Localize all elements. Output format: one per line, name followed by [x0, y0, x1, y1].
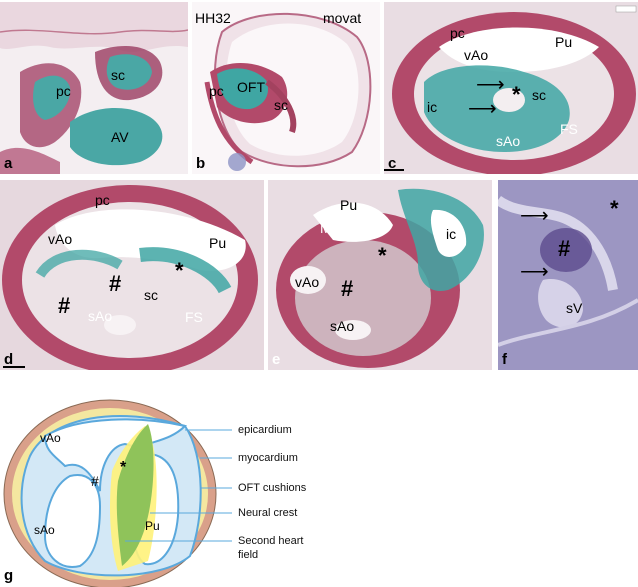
panel-letter: g: [4, 567, 14, 584]
label-hash-2: #: [109, 271, 122, 296]
label-av: AV: [111, 129, 129, 145]
label-fs: FS: [560, 121, 578, 137]
label-pc: pc: [209, 83, 224, 99]
label-myo: Myo: [320, 220, 347, 236]
panel-g: vAo * # sAo Pu epicardium myocardium OFT…: [0, 396, 638, 587]
label-pu: Pu: [145, 519, 160, 533]
panel-letter: e: [272, 351, 281, 368]
label-pc: pc: [450, 25, 465, 41]
label-hash: #: [341, 276, 354, 301]
panel-letter: f: [502, 351, 507, 368]
label-stain: movat: [323, 10, 362, 26]
panel-c: pc vAo Pu ic ⟶ ⟶ * sc FS sAo c: [384, 2, 638, 174]
panel-d: pc vAo Pu * # # sc sAo FS d: [0, 180, 264, 370]
panel-a-micrograph: [0, 2, 188, 174]
label-sao: sAo: [496, 133, 521, 149]
label-star: *: [610, 196, 619, 221]
panel-d-micrograph: [0, 180, 264, 370]
label-star: *: [378, 243, 387, 268]
panel-a: pc sc AV a: [0, 2, 188, 174]
label-sao: sAo: [34, 523, 55, 537]
label-star: *: [175, 258, 184, 283]
label-sc: sc: [111, 67, 125, 83]
label-sc: sc: [532, 87, 546, 103]
legend-myocardium: myocardium: [238, 452, 298, 464]
panel-e: Pu Myo ic vAo * # sAo e: [268, 180, 492, 370]
panel-letter: a: [4, 155, 13, 172]
panel-c-micrograph: [384, 2, 638, 174]
panel-letter: d: [4, 351, 14, 368]
arrow-icon: ⟶: [520, 261, 549, 283]
label-star: *: [512, 82, 521, 107]
label-fs: FS: [185, 309, 203, 325]
label-vao: vAo: [40, 431, 61, 445]
panel-f-micrograph: [498, 180, 638, 370]
label-stage: HH32: [195, 10, 231, 26]
label-hash: #: [558, 236, 571, 261]
label-pc: pc: [56, 83, 71, 99]
legend-oft-cushions: OFT cushions: [238, 482, 307, 494]
label-pu: Pu: [555, 34, 573, 50]
arrow-icon: ⟶: [476, 74, 505, 96]
label-pu: Pu: [340, 197, 358, 213]
label-ic: ic: [427, 99, 438, 115]
arrow-icon: ⟶: [468, 98, 497, 120]
label-hash: #: [91, 473, 99, 489]
label-star: *: [120, 459, 127, 476]
legend-epicardium: epicardium: [238, 424, 292, 436]
legend-shf-line1: Second heart: [238, 535, 304, 547]
label-pc: pc: [95, 192, 110, 208]
panel-g-schematic: [3, 399, 232, 587]
panel-e-micrograph: [268, 180, 492, 370]
label-ic: ic: [446, 226, 457, 242]
panel-letter: c: [388, 155, 397, 172]
label-sc: sc: [144, 287, 158, 303]
panel-f: ⟶ * # ⟶ sV f: [498, 180, 638, 370]
label-oft: OFT: [237, 79, 265, 95]
label-pu: Pu: [209, 235, 227, 251]
label-sao: sAo: [330, 318, 355, 334]
panel-b-micrograph: [192, 2, 380, 174]
label-vao: vAo: [464, 47, 489, 63]
label-vao: vAo: [48, 231, 73, 247]
label-vao: vAo: [295, 274, 320, 290]
panel-b: HH32 movat pc OFT sc b: [192, 2, 380, 174]
label-hash-1: #: [58, 293, 71, 318]
legend-shf-line2: field: [238, 549, 259, 561]
arrow-icon: ⟶: [520, 205, 549, 227]
label-sc: sc: [274, 97, 288, 113]
label-sao: sAo: [88, 308, 113, 324]
label-sv: sV: [566, 300, 583, 316]
panel-letter: b: [196, 155, 206, 172]
legend-neural-crest: Neural crest: [238, 507, 298, 519]
